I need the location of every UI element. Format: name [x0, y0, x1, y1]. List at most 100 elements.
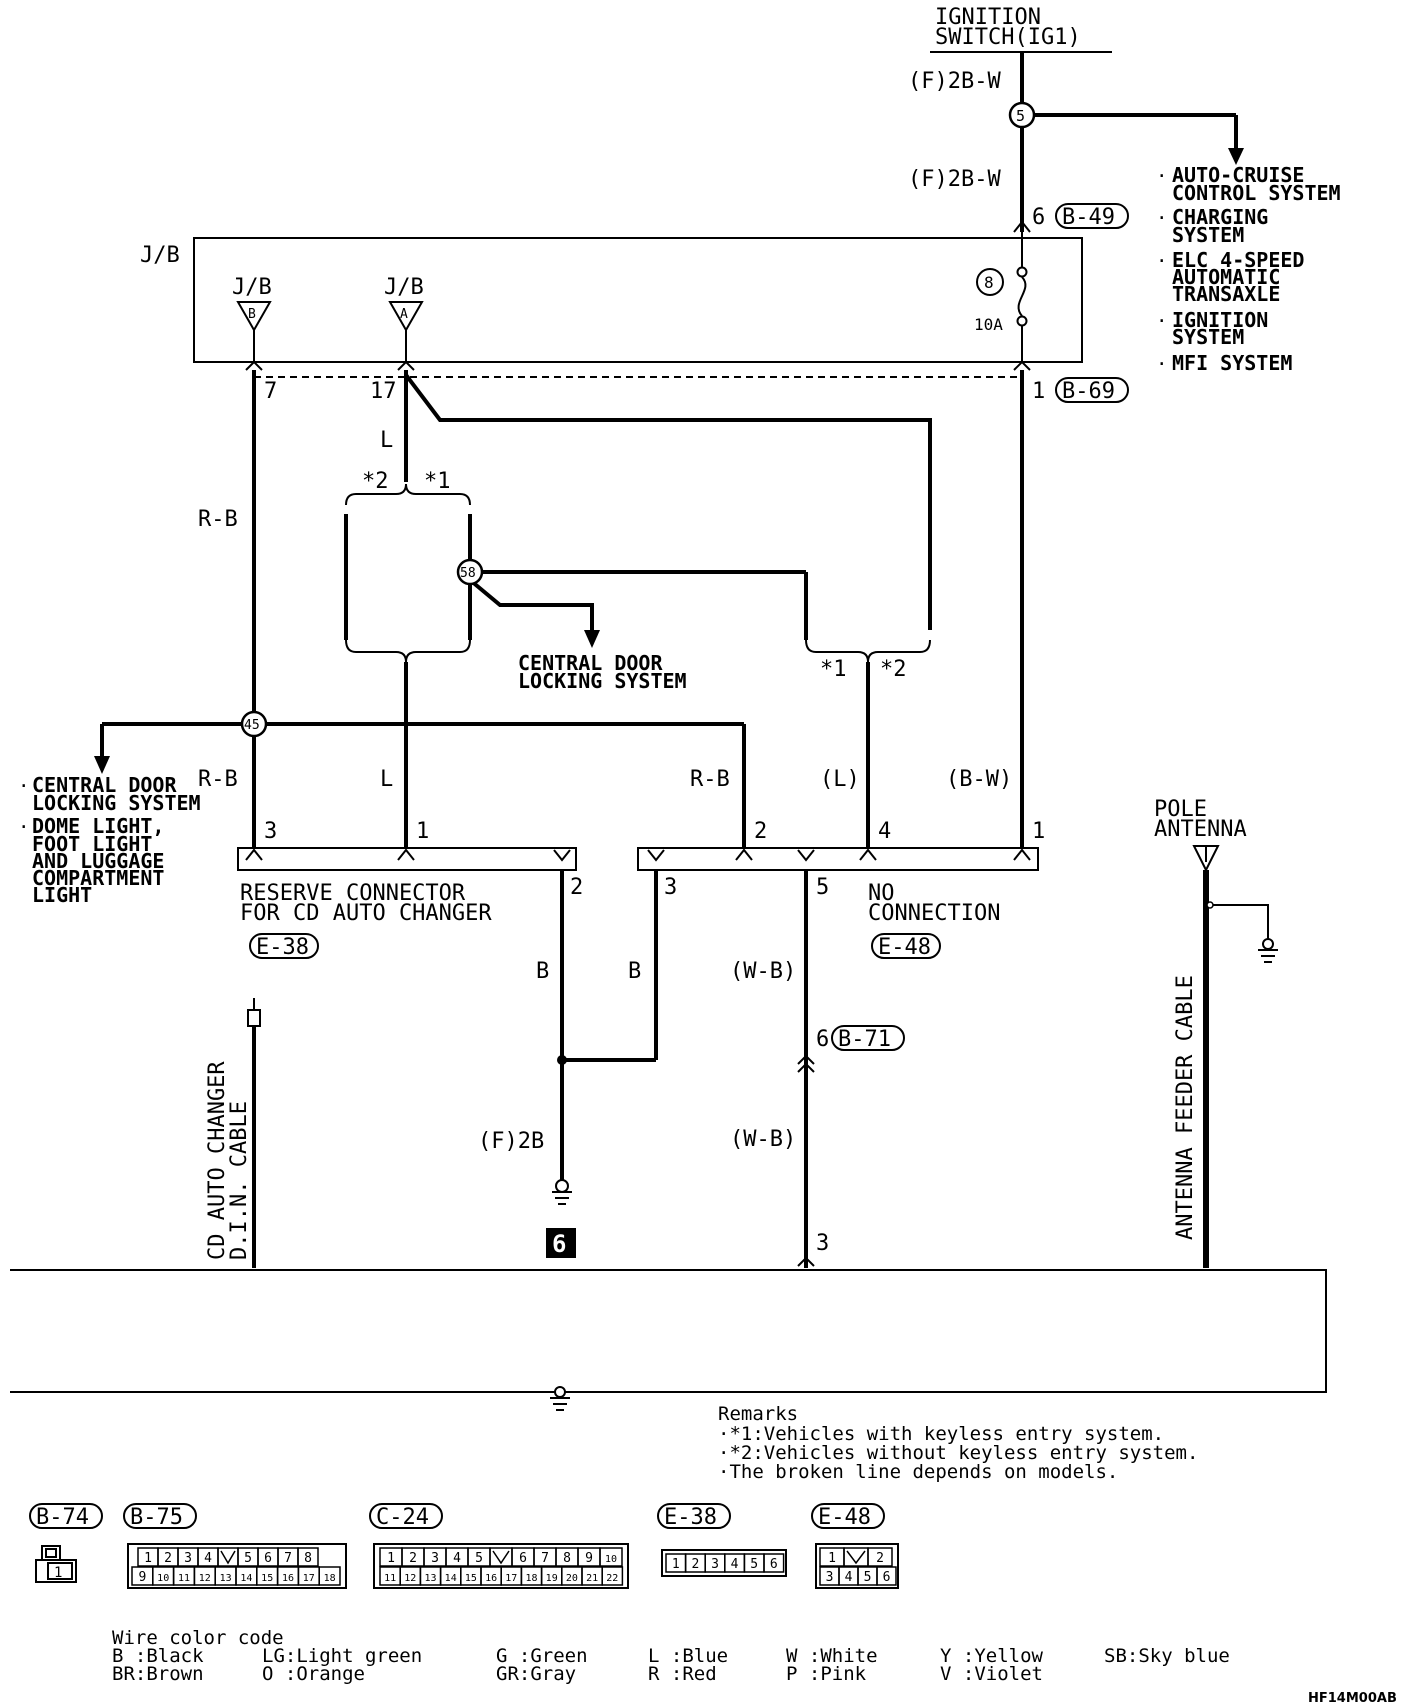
- jb-conn-a: A: [400, 307, 408, 322]
- connector-pin-number: 5: [750, 1557, 758, 1572]
- splice-5: [1008, 101, 1036, 129]
- connector-housing: [127, 1543, 347, 1589]
- connector-pin-number: 4: [845, 1570, 853, 1585]
- jb-conn-a-icon: [388, 301, 424, 333]
- jb-label: J/B: [140, 243, 180, 268]
- conn-b71-label: B-71: [838, 1027, 891, 1052]
- system-auto-cruise-1: AUTO-CRUISE: [1172, 163, 1304, 187]
- connector-pin-number: 5: [244, 1551, 252, 1566]
- brace-top-left: [345, 483, 471, 506]
- connector-pin-number: 18: [525, 1573, 537, 1584]
- conn-c24-view-label: C-24: [376, 1505, 429, 1530]
- pole-antenna-label-1: POLE: [1154, 797, 1207, 822]
- brace-bottom-left: [345, 639, 471, 663]
- connector-pin-number: 12: [404, 1573, 416, 1584]
- wire-label-f2bw-mid: (F)2B-W: [908, 167, 1001, 192]
- system-charging-2: SYSTEM: [1172, 223, 1244, 247]
- conn-e48-label: E-48: [878, 935, 931, 960]
- no-connection-label-1: NO: [868, 881, 895, 906]
- antenna-shield-tap: [1206, 901, 1214, 909]
- arrow-left-systems-icon: [94, 756, 110, 774]
- terminal-e38-2: [553, 849, 571, 862]
- system-elc-2: AUTOMATIC: [1172, 265, 1280, 289]
- connector-pin-number: 6: [519, 1551, 527, 1566]
- systems-list-left: · CENTRAL DOOR LOCKING SYSTEM · DOME LIG…: [18, 773, 201, 907]
- fuse-number-badge: [976, 268, 1004, 296]
- b74-pin-1: 1: [54, 1565, 62, 1581]
- systems-list-right: · AUTO-CRUISE CONTROL SYSTEM · CHARGING …: [1156, 163, 1341, 375]
- system-mfi: MFI SYSTEM: [1172, 351, 1292, 375]
- connector-pin-number: 3: [826, 1570, 834, 1585]
- connector-pin-number: 3: [184, 1551, 192, 1566]
- cd-cable-plug-icon: [247, 1009, 261, 1027]
- pin-jb-1: 1: [1032, 379, 1045, 404]
- connector-pin-number: 20: [566, 1573, 578, 1584]
- terminal-jb-7: [245, 360, 263, 371]
- pin-e38-1: 1: [416, 819, 429, 844]
- system-ignition-1: IGNITION: [1172, 308, 1268, 332]
- connector-pin-number: 1: [828, 1551, 836, 1566]
- terminal-jb-17: [397, 360, 415, 371]
- conn-b74-view-label: B-74: [36, 1505, 89, 1530]
- conn-b71-badge: [831, 1025, 905, 1051]
- antenna-ground-icon: [1258, 938, 1278, 963]
- color-code-o: O :Orange: [262, 1663, 365, 1685]
- connector-pin-number: 15: [261, 1573, 273, 1584]
- wire-label-wb-upper: (W-B): [730, 959, 796, 984]
- terminal-jb-1: [1013, 360, 1031, 371]
- connector-pin-number: 22: [606, 1573, 618, 1584]
- connector-key-icon: [220, 1550, 236, 1565]
- pin-e48-2: 2: [754, 819, 767, 844]
- wire-label-l-paren: (L): [820, 767, 860, 792]
- connector-pin-number: 5: [475, 1551, 483, 1566]
- splice-58: [456, 558, 484, 586]
- junction-dot: [557, 1055, 567, 1065]
- color-code-y: Y :Yellow: [940, 1645, 1044, 1667]
- conn-e48-view-badge: [811, 1503, 885, 1529]
- connector-pin-number: 2: [164, 1551, 172, 1566]
- connector-pin-number: 5: [864, 1570, 872, 1585]
- connector-pin-number: 6: [883, 1570, 891, 1585]
- reserve-connector-label-2: FOR CD AUTO CHANGER: [240, 901, 492, 926]
- conn-e48-strip: [637, 847, 1039, 871]
- system-auto-cruise-2: CONTROL SYSTEM: [1172, 181, 1341, 205]
- pin-radio-3: 3: [816, 1231, 829, 1256]
- connector-pin-number: 1: [144, 1551, 152, 1566]
- fuse-rating: 10A: [974, 315, 1003, 334]
- connector-pin-number: 14: [240, 1573, 252, 1584]
- connector-pin-number: 2: [409, 1551, 417, 1566]
- connector-pin-number: 4: [453, 1551, 461, 1566]
- marker-star1-top: *1: [424, 469, 451, 494]
- arrow-central-door-icon: [584, 630, 600, 648]
- connector-pin-number: 15: [465, 1573, 477, 1584]
- fuse-terminal-top: [1016, 266, 1028, 278]
- color-code-r: R :Red: [648, 1663, 717, 1685]
- wire-label-l-lower: L: [380, 767, 393, 792]
- connector-pin-number: 13: [424, 1573, 436, 1584]
- wire-label-l-upper: L: [380, 428, 393, 453]
- connector-pin-number: 1: [387, 1551, 395, 1566]
- connector-pin-cell: [599, 1547, 623, 1567]
- connector-pin-number: 17: [505, 1573, 517, 1584]
- terminal-e38-1: [397, 848, 415, 861]
- color-code-br: BR:Brown: [112, 1663, 204, 1685]
- svg-text:·: ·: [18, 775, 29, 797]
- connector-pin-number: 3: [431, 1551, 439, 1566]
- cd-cable-label-2: D.I.N. CABLE: [227, 1101, 252, 1260]
- left-system-dome-3: AND LUGGAGE: [32, 849, 164, 873]
- pin-e38-2: 2: [570, 875, 583, 900]
- remark-3: ·The broken line depends on models.: [718, 1461, 1118, 1483]
- fuse-element-icon: [1017, 276, 1027, 317]
- splice-58-label: 58: [460, 566, 476, 581]
- pole-antenna-label-2: ANTENNA: [1154, 817, 1247, 842]
- wire-label-rb-lower: R-B: [198, 767, 238, 792]
- splice-45: [240, 710, 268, 738]
- conn-e38-view-label: E-38: [664, 1505, 717, 1530]
- connector-pin-number: 11: [178, 1573, 190, 1584]
- fuse-number: 8: [984, 273, 994, 292]
- connector-pin-number: 7: [284, 1551, 292, 1566]
- color-code-title: Wire color code: [112, 1627, 284, 1649]
